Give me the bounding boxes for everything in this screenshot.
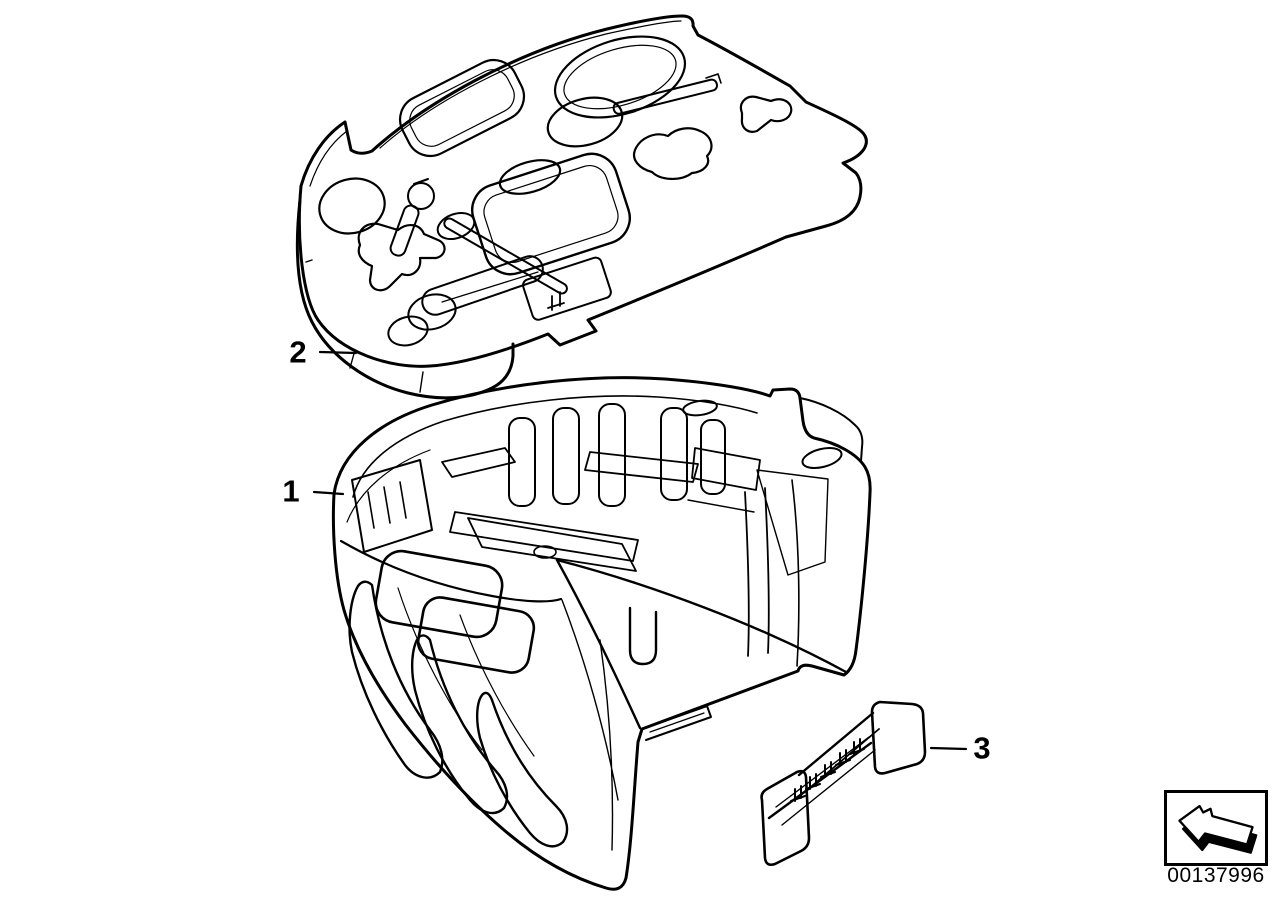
tray-tool-cutouts xyxy=(318,35,793,347)
callout-1[interactable]: 1 xyxy=(282,473,300,509)
callout-leader-lines xyxy=(312,350,968,751)
box-interior-compartments xyxy=(351,447,761,674)
exploded-view-arrow-icon xyxy=(1178,804,1258,854)
page-stamp-box xyxy=(1164,790,1268,866)
bracket-right-flange xyxy=(870,700,927,775)
tray-outline xyxy=(297,14,868,368)
part-2-upper-foam-tray[interactable] xyxy=(295,14,868,400)
box-bottom-rail xyxy=(641,705,712,741)
callout-2[interactable]: 2 xyxy=(289,334,307,370)
box-front-ribs xyxy=(348,580,619,851)
bracket-channel xyxy=(767,711,880,826)
tray-thickness-band xyxy=(295,198,515,400)
box-outline xyxy=(331,376,872,891)
callout-3[interactable]: 3 xyxy=(973,730,991,766)
part-number: 00137996 xyxy=(1167,864,1265,887)
part-3-bracket-strip[interactable] xyxy=(760,700,927,867)
bracket-left-flange xyxy=(760,769,811,867)
part-1-lower-foam-box[interactable] xyxy=(331,376,872,891)
